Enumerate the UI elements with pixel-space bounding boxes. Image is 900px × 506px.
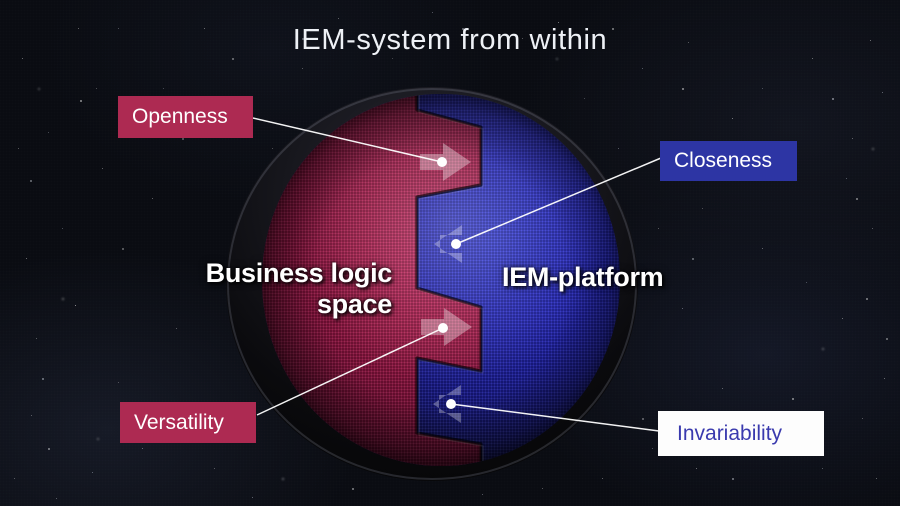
invariability-callout-label: Invariability (677, 421, 783, 445)
left-half-label-line1: Business logic (205, 258, 393, 288)
sphere-rim-highlight (227, 88, 637, 480)
sphere-vignette (262, 94, 620, 466)
left-half-label-line2: space (316, 289, 392, 319)
closeness-callout-label: Closeness (674, 149, 773, 172)
invariability-connector-line (450, 403, 660, 432)
openness-callout: Openness (118, 96, 253, 138)
tooth-joint-shadow (415, 94, 483, 466)
closeness-callout: Closeness (660, 141, 797, 181)
arrow-left-bottom-icon (433, 385, 461, 423)
closeness-endpoint-dot (451, 239, 461, 249)
openness-callout-label: Openness (132, 105, 228, 128)
invariability-callout: Invariability (658, 411, 824, 456)
versatility-callout-label: Versatility (134, 410, 224, 434)
left-half-label: Business logic space (178, 258, 393, 320)
versatility-connector-line (256, 327, 444, 416)
invariability-endpoint-dot (446, 399, 456, 409)
openness-connector-line (252, 117, 443, 163)
closeness-connector-line (455, 157, 662, 245)
page-title: IEM-system from within (292, 24, 608, 56)
tooth-joint-highlight (418, 94, 484, 466)
openness-endpoint-dot (437, 157, 447, 167)
versatility-callout: Versatility (120, 402, 256, 443)
versatility-endpoint-dot (438, 323, 448, 333)
right-half-label: IEM-platform (502, 262, 664, 292)
arrow-left-upper-icon (434, 225, 462, 263)
